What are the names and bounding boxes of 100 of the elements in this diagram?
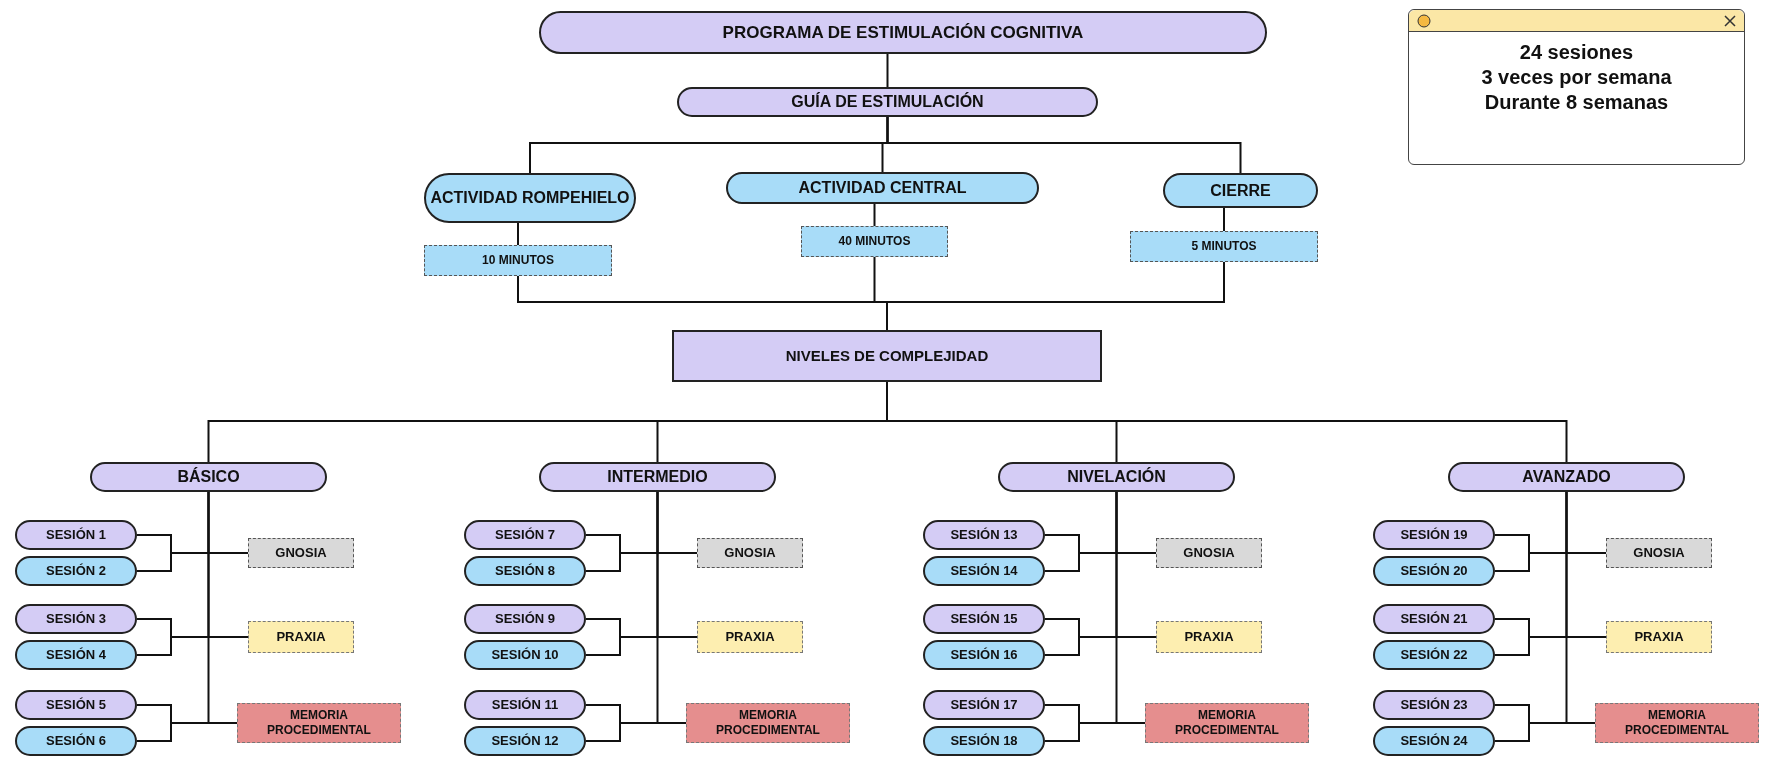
node-label: SESIÓN 1 <box>45 526 107 544</box>
connector-line <box>1044 636 1157 656</box>
category-box <box>1156 621 1262 653</box>
pill-node <box>1448 462 1685 492</box>
pill-node <box>726 172 1039 204</box>
node-label: SESIÓN 13 <box>949 526 1019 544</box>
connector-line <box>886 116 1242 174</box>
node-label: Durante 8 semanas <box>1483 90 1670 115</box>
category-box <box>1145 703 1309 743</box>
connector-line <box>585 636 698 656</box>
connector-line <box>1044 552 1157 572</box>
pill-node <box>15 520 137 550</box>
node-label: 3 veces por semana <box>1480 65 1673 90</box>
node-label: SESIÓN 5 <box>45 696 107 714</box>
node-label: PRAXIA <box>275 628 327 646</box>
connector-line <box>585 722 687 742</box>
node-label: ACTIVIDAD CENTRAL <box>797 178 968 198</box>
node-label: SESIÓN 16 <box>949 646 1019 664</box>
connector-line <box>136 552 249 572</box>
node-label: GNOSIA <box>1182 544 1236 562</box>
node-label: INTERMEDIO <box>606 467 709 487</box>
pill-node <box>1163 173 1318 208</box>
connector-line <box>136 636 249 656</box>
pill-node <box>15 604 137 634</box>
node-label: SESIÓN 4 <box>45 646 107 664</box>
pill-node <box>464 556 586 586</box>
node-label: SESIÓN 15 <box>949 610 1019 628</box>
node-label: SESIÓN 18 <box>949 732 1019 750</box>
duration-box <box>424 245 612 276</box>
category-box <box>248 538 354 568</box>
category-box <box>697 621 803 653</box>
pill-node <box>464 640 586 670</box>
node-label: MEMORIA PROCEDIMENTAL <box>715 708 821 738</box>
node-label: SESIÓN 22 <box>1399 646 1469 664</box>
node-label: SESIÓN 11 <box>490 696 560 714</box>
node-label: GNOSIA <box>1632 544 1686 562</box>
node-label: SESIÓN 6 <box>45 732 107 750</box>
pill-node <box>1373 726 1495 756</box>
node-label: SESIÓN 14 <box>949 562 1019 580</box>
pill-node <box>677 87 1098 117</box>
node-label: 10 MINUTOS <box>481 253 555 268</box>
node-label: PRAXIA <box>724 628 776 646</box>
node-label: SESIÓN 21 <box>1399 610 1469 628</box>
connector-line <box>1494 552 1607 572</box>
node-label: AVANZADO <box>1521 467 1612 487</box>
pill-node <box>15 556 137 586</box>
duration-box <box>801 226 948 257</box>
pill-node <box>923 726 1045 756</box>
pill-node <box>998 462 1235 492</box>
node-label: SESIÓN 20 <box>1399 562 1469 580</box>
connector-line <box>873 203 876 227</box>
pill-node <box>15 690 137 720</box>
node-label: MEMORIA PROCEDIMENTAL <box>1624 708 1730 738</box>
node-label: SESIÓN 17 <box>949 696 1019 714</box>
pill-node <box>923 640 1045 670</box>
connector-line <box>1044 722 1146 742</box>
category-box <box>1606 538 1712 568</box>
connector-line <box>1494 722 1596 742</box>
pill-node <box>923 690 1045 720</box>
category-box <box>237 703 401 743</box>
node-label: 40 MINUTOS <box>837 234 912 249</box>
node-label: 5 MINUTOS <box>1190 239 1258 254</box>
node-label: GUÍA DE ESTIMULACIÓN <box>790 92 985 112</box>
pill-node <box>1373 556 1495 586</box>
node-label: GNOSIA <box>723 544 777 562</box>
duration-box <box>1130 231 1318 262</box>
node-label: SESIÓN 12 <box>490 732 560 750</box>
category-box <box>1595 703 1759 743</box>
pill-node <box>90 462 327 492</box>
node-label: 24 sesiones <box>1518 40 1635 65</box>
node-label: MEMORIA PROCEDIMENTAL <box>266 708 372 738</box>
pill-node <box>923 604 1045 634</box>
pill-node <box>15 726 137 756</box>
node-label: SESIÓN 2 <box>45 562 107 580</box>
connector-line <box>1223 207 1225 232</box>
category-box <box>686 703 850 743</box>
node-label: BÁSICO <box>176 467 241 487</box>
category-box <box>697 538 803 568</box>
node-label: CIERRE <box>1209 180 1272 201</box>
node-label: SESIÓN 7 <box>494 526 556 544</box>
node-label: SESIÓN 24 <box>1399 732 1469 750</box>
node-label: ACTIVIDAD ROMPEHIELO <box>429 188 631 208</box>
pill-node <box>464 604 586 634</box>
pill-node <box>464 726 586 756</box>
node-label: GNOSIA <box>274 544 328 562</box>
note-window <box>1408 9 1745 165</box>
category-box <box>1156 538 1262 568</box>
pill-node <box>1373 520 1495 550</box>
pill-node <box>1373 640 1495 670</box>
pill-node <box>464 520 586 550</box>
node-label: SESIÓN 10 <box>490 646 560 664</box>
node-label: SESIÓN 9 <box>494 610 556 628</box>
pill-node <box>424 173 636 223</box>
node-label: SESIÓN 8 <box>494 562 556 580</box>
connector-line <box>1494 636 1607 656</box>
node-label: PRAXIA <box>1183 628 1235 646</box>
node-label: PRAXIA <box>1633 628 1685 646</box>
node-label: NIVELACIÓN <box>1066 467 1167 487</box>
node-label: NIVELES DE COMPLEJIDAD <box>784 346 990 366</box>
node-label: SESIÓN 3 <box>45 610 107 628</box>
